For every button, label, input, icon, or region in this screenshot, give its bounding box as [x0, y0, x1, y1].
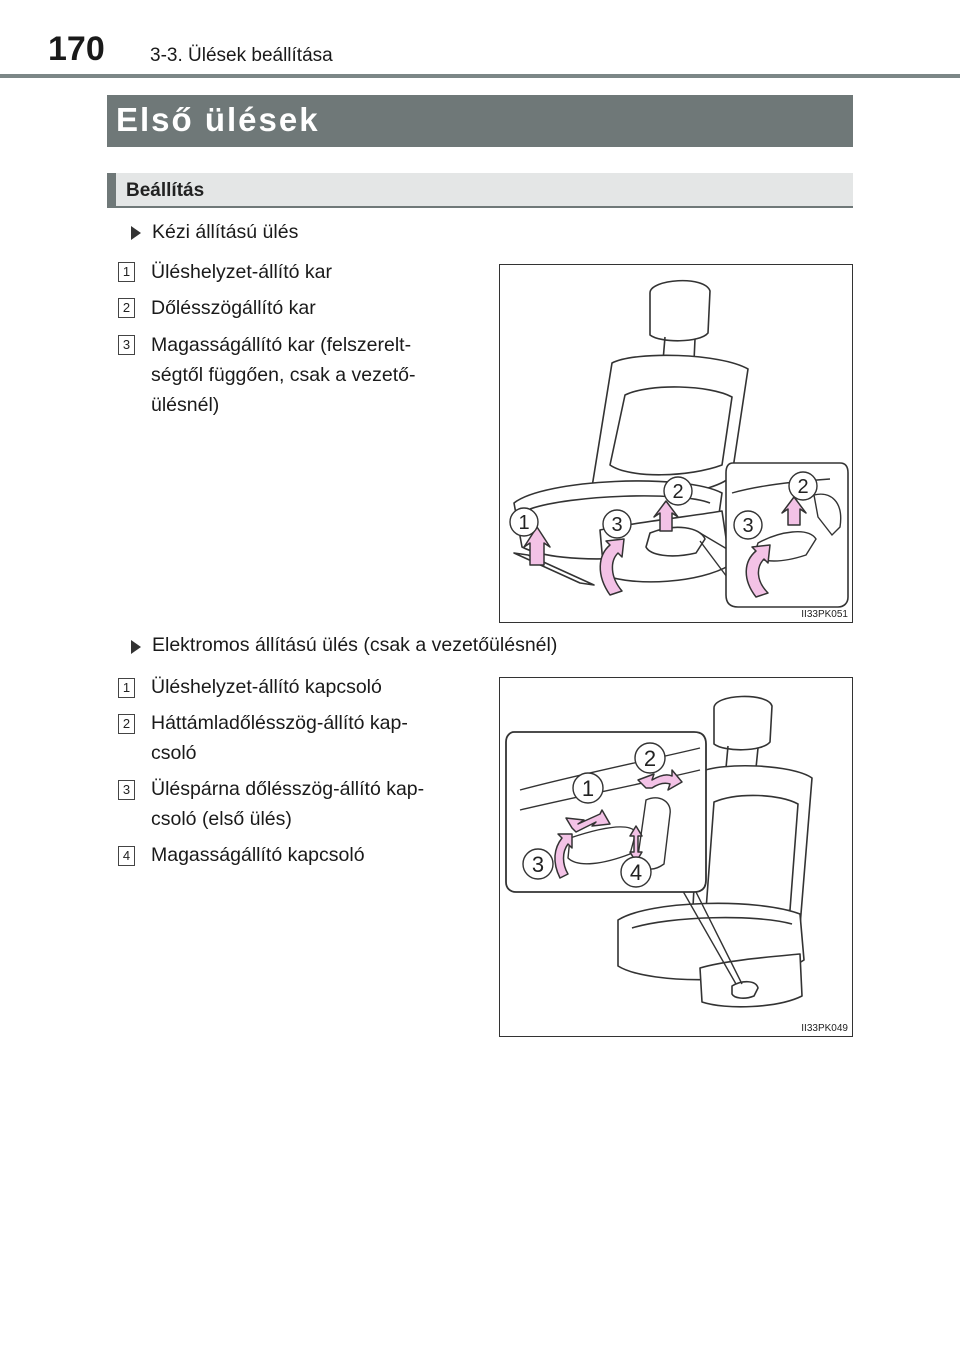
chapter-title: 3-3. Ülések beállítása — [150, 45, 333, 66]
manual-seat-heading: Kézi állítású ülés — [152, 221, 299, 243]
triangle-bullet-icon — [131, 640, 141, 654]
callout-number: 2 — [118, 714, 135, 734]
manual-item-3-line-2: ségtől függően, csak a vezető- — [151, 364, 416, 386]
header-rule — [0, 74, 960, 78]
section-title: Első ülések — [116, 101, 320, 138]
callout-label: 2 — [672, 481, 683, 503]
manual-item-2: Dőlésszögállító kar — [151, 297, 316, 319]
manual-item-3-line-1: Magasságállító kar (felszerelt- — [151, 334, 412, 356]
power-item-3-line-1: Üléspárna dőlésszög-állító kap- — [151, 778, 425, 800]
callout-number: 1 — [118, 678, 135, 698]
callout-number: 2 — [118, 298, 135, 318]
manual-seat-figure: 1 2 3 2 3 II33PK051 — [499, 264, 853, 623]
callout-number: 1 — [118, 262, 135, 282]
power-seat-heading: Elektromos állítású ülés (csak a vezetőü… — [152, 634, 558, 656]
power-item-4: Magasságállító kapcsoló — [151, 844, 365, 866]
callout-label: 1 — [582, 776, 594, 801]
callout-label: 3 — [532, 852, 544, 877]
triangle-bullet-icon — [131, 226, 141, 240]
callout-label: 2 — [644, 746, 656, 771]
section-title-bar — [107, 95, 853, 147]
callout-label: 3 — [611, 514, 622, 536]
subsection-title: Beállítás — [126, 180, 205, 201]
callout-number: 4 — [118, 846, 135, 866]
power-item-1: Üléshelyzet-állító kapcsoló — [151, 676, 382, 698]
page-number: 170 — [48, 30, 105, 68]
manual-item-3-line-3: ülésnél) — [151, 394, 220, 416]
callout-label: 4 — [630, 860, 642, 885]
figure-code: II33PK051 — [801, 609, 848, 620]
figure-code: II33PK049 — [801, 1023, 848, 1034]
power-item-2-line-1: Háttámladőlésszög-állító kap- — [151, 712, 408, 734]
power-item-2-line-2: csoló — [151, 742, 197, 764]
callout-number: 3 — [118, 780, 135, 800]
manual-item-1: Üléshelyzet-állító kar — [151, 261, 332, 283]
callout-number: 3 — [118, 335, 135, 355]
power-seat-illustration: 1 2 3 4 — [505, 695, 813, 1008]
subsection-bar — [107, 173, 853, 208]
manual-seat-illustration: 1 2 3 2 3 — [509, 279, 849, 608]
callout-label: 2 — [797, 476, 808, 498]
callout-label: 1 — [518, 512, 529, 534]
callout-label: 3 — [742, 515, 753, 537]
power-seat-figure: 1 2 3 4 II33PK049 — [499, 677, 853, 1037]
power-item-3-line-2: csoló (első ülés) — [151, 808, 292, 830]
